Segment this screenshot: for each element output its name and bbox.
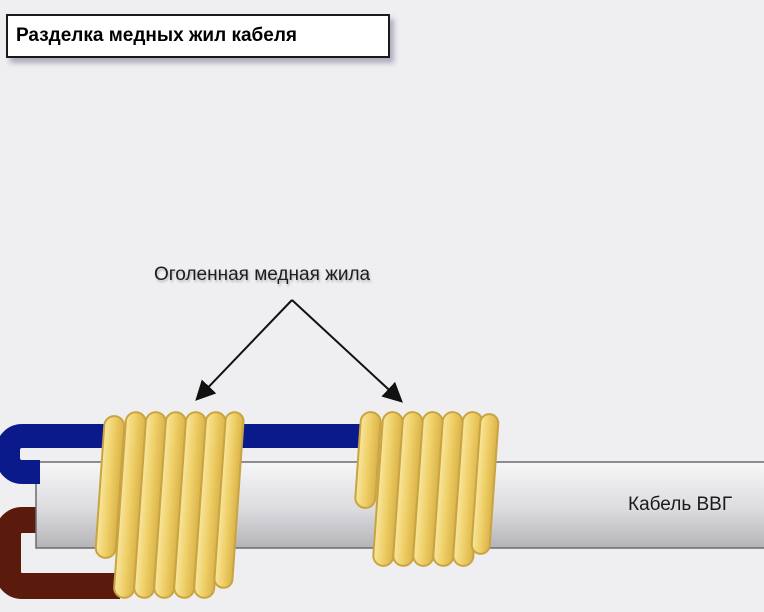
brown-wire <box>0 507 120 599</box>
blue-wire <box>0 424 370 484</box>
cable-label: Кабель ВВГ <box>628 494 733 515</box>
copper-coil-icon <box>94 411 245 599</box>
diagram-title-text: Разделка медных жил кабеля <box>16 25 297 46</box>
callout-label: Оголенная медная жила <box>154 264 371 285</box>
copper-coil-icon <box>354 411 500 567</box>
diagram-title: Разделка медных жил кабеля <box>6 14 390 58</box>
arrow-icon <box>195 299 403 403</box>
